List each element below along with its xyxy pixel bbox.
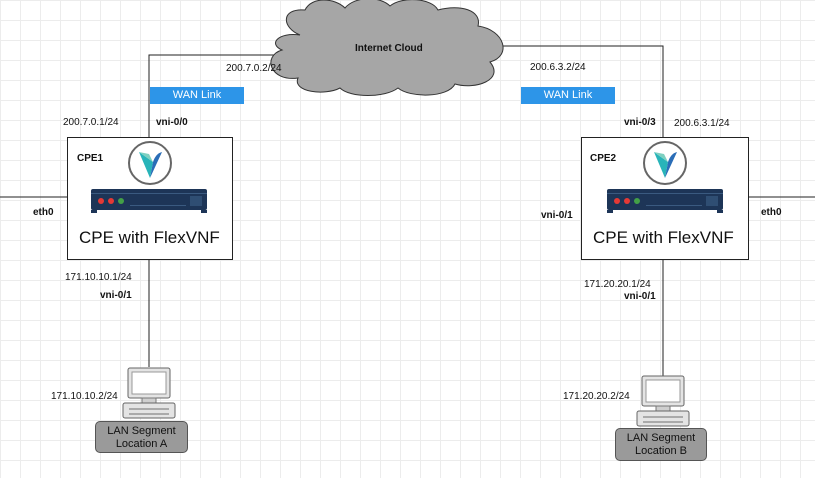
host-a-ip: 171.10.10.2/24: [51, 391, 118, 402]
cpe2-lan-iface: vni-0/1: [624, 291, 656, 302]
cloud-label: Internet Cloud: [355, 43, 423, 54]
cpe1-wan-ip: 200.7.0.1/24: [63, 117, 119, 128]
cpe2-wan-line: [490, 45, 664, 137]
cpe2-cloud-ip: 200.6.3.2/24: [530, 62, 586, 73]
lan-segment-a: LAN Segment Location A: [95, 421, 188, 453]
cpe2-wan-ip: 200.6.3.1/24: [674, 118, 730, 129]
lan-segment-a-line2: Location A: [115, 438, 168, 450]
cpe1-wan-iface: vni-0/0: [156, 117, 188, 128]
router-icon: [607, 189, 723, 213]
router-icon: [91, 189, 207, 213]
desktop-computer-icon: [636, 375, 690, 427]
cpe2-left-iface: vni-0/1: [541, 210, 573, 221]
cpe1-lan-ip: 171.10.10.1/24: [65, 272, 132, 283]
cpe2-eth0-label: eth0: [761, 207, 782, 218]
cpe2-wan-iface: vni-0/3: [624, 117, 656, 128]
cpe2-lan-ip: 171.20.20.1/24: [584, 279, 651, 290]
cpe2-box: CPE2 CPE with FlexVNF: [581, 137, 749, 260]
cpe1-box: CPE1 CPE with FlexVNF: [67, 137, 233, 260]
cpe1-lan-iface: vni-0/1: [100, 290, 132, 301]
lan-segment-b-line1: LAN Segment: [626, 432, 696, 444]
lan-segment-b-line2: Location B: [635, 445, 687, 457]
cpe2-name: CPE2: [590, 153, 617, 164]
flexvnf-logo-icon: [643, 141, 687, 185]
cpe2-title: CPE with FlexVNF: [593, 228, 734, 247]
cpe1-name: CPE1: [77, 153, 104, 164]
lan-segment-a-line1: LAN Segment: [107, 425, 176, 437]
cpe1-cloud-ip: 200.7.0.2/24: [226, 63, 282, 74]
wan-link-label-left: WAN Link: [150, 87, 244, 104]
connector-lines: [0, 45, 815, 377]
cpe1-eth0-label: eth0: [33, 207, 54, 218]
lan-segment-b: LAN Segment Location B: [615, 428, 707, 461]
flexvnf-logo-icon: [128, 141, 172, 185]
desktop-computer-icon: [122, 367, 176, 419]
cpe1-wan-line: [148, 54, 282, 137]
cpe1-title: CPE with FlexVNF: [79, 228, 220, 247]
wan-link-label-right: WAN Link: [521, 87, 615, 104]
host-b-ip: 171.20.20.2/24: [563, 391, 630, 402]
cloud-icon: [270, 0, 504, 96]
